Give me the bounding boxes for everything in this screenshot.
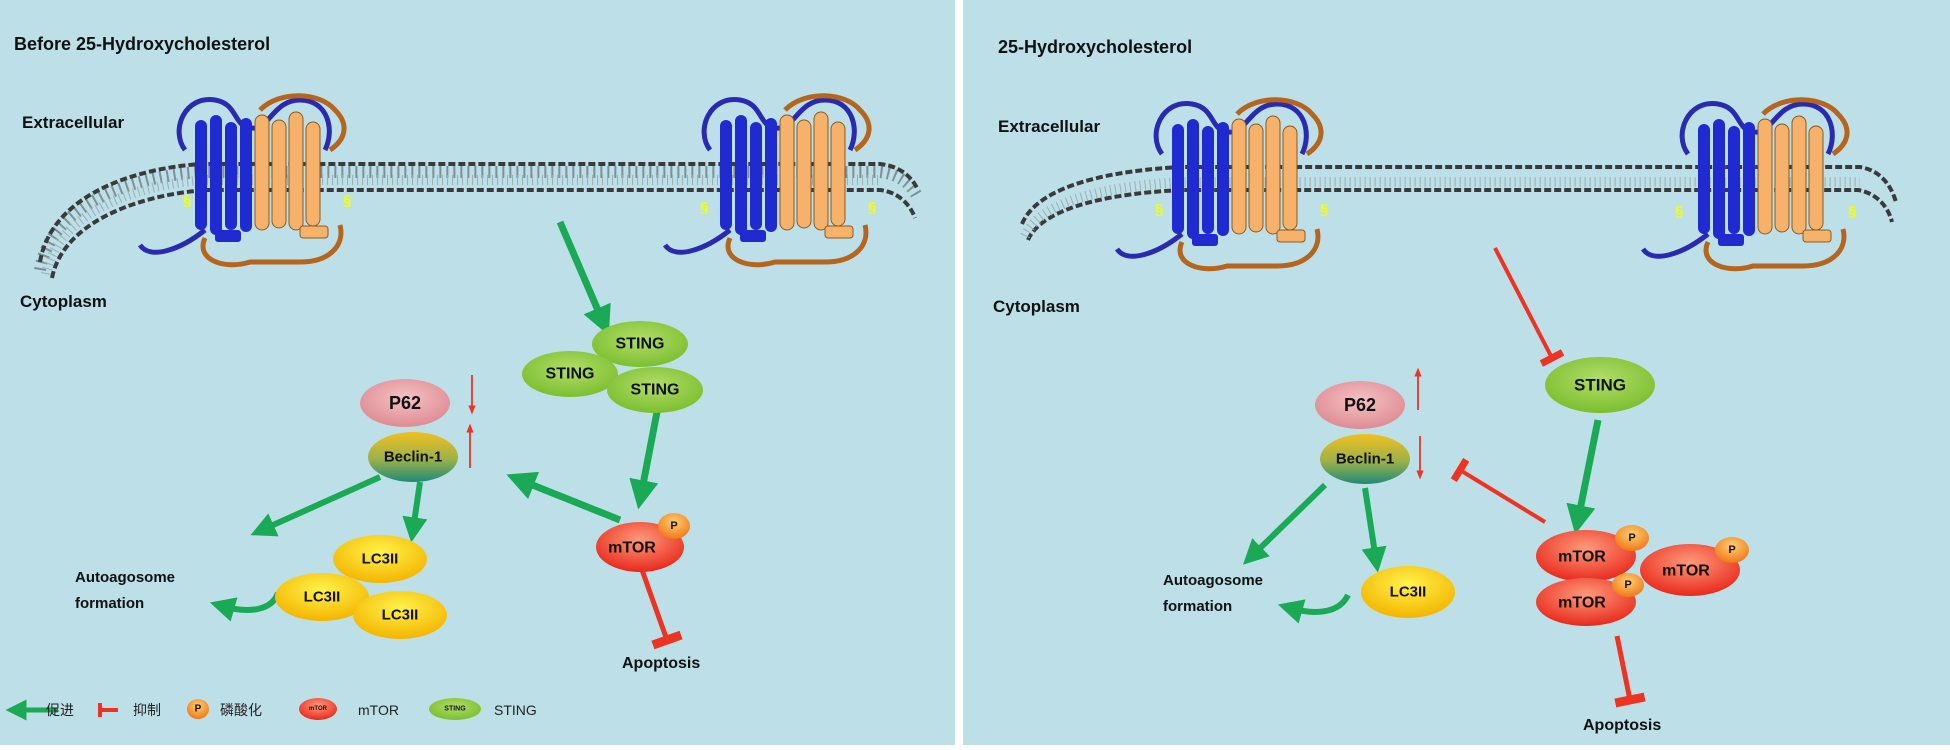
left-lc3-node-1: LC3II: [333, 535, 427, 583]
svg-text:mTOR: mTOR: [309, 706, 328, 712]
svg-text:Beclin-1: Beclin-1: [384, 449, 442, 466]
svg-text:P: P: [195, 704, 202, 715]
left-p62-node: P62: [360, 379, 450, 427]
right-autophagosome-line1: Autoagosome: [1163, 572, 1263, 589]
right-mtor-node-2: mTOR P: [1640, 537, 1749, 596]
right-apoptosis-label: Apoptosis: [1583, 717, 1661, 734]
left-sting-node-1: STING: [592, 321, 688, 367]
left-cell-membrane: [34, 162, 924, 279]
svg-text:STING: STING: [546, 366, 595, 383]
svg-text:§: §: [183, 192, 191, 209]
right-arrow-beclin-to-autophagosome: [1242, 482, 1328, 565]
svg-text:§: §: [1155, 201, 1163, 218]
legend-inhibit-label: 抑制: [133, 702, 161, 718]
right-receptor-2: § §: [1640, 97, 1856, 272]
left-sting-node-2: STING: [522, 351, 618, 397]
svg-text:LC3II: LC3II: [1390, 584, 1427, 601]
left-autophagosome-line1: Autoagosome: [75, 569, 175, 586]
left-arrow-receptor-to-sting: [556, 220, 611, 336]
left-arrow-beclin-to-lc3: [402, 481, 428, 543]
svg-text:P62: P62: [389, 393, 421, 413]
legend-phospho-icon: P: [187, 699, 209, 719]
left-arrow-beclin-to-autophagosome: [250, 474, 382, 537]
right-p62-node: P62: [1315, 381, 1405, 429]
svg-text:§: §: [700, 199, 708, 216]
left-mtor-node: mTOR P: [596, 513, 690, 572]
svg-text:mTOR: mTOR: [1558, 595, 1606, 612]
left-cytoplasm-label: Cytoplasm: [20, 292, 107, 311]
right-inhibit-mtor-apoptosis: [1614, 635, 1646, 708]
left-receptor-1: § §: [137, 93, 351, 268]
svg-text:P: P: [1628, 532, 1635, 544]
svg-text:§: §: [1675, 203, 1683, 220]
svg-text:§: §: [1320, 201, 1328, 218]
right-mtor-node-3: mTOR P: [1536, 573, 1644, 626]
svg-text:STING: STING: [444, 706, 466, 713]
right-phospho-badge-1: [1615, 525, 1649, 551]
right-receptor-1: § §: [1114, 97, 1328, 272]
left-phospho-badge: [658, 513, 690, 539]
svg-text:P62: P62: [1344, 395, 1376, 415]
svg-text:§: §: [343, 192, 351, 209]
svg-text:LC3II: LC3II: [304, 589, 341, 606]
right-mtor-node-1: mTOR P: [1536, 525, 1649, 582]
left-arrow-sting-to-mtor: [629, 411, 661, 510]
right-panel-title: 25-Hydroxycholesterol: [998, 37, 1192, 57]
right-sting-node: STING: [1545, 357, 1655, 413]
left-sting-node-3: STING: [607, 367, 703, 413]
svg-text:P: P: [1624, 579, 1631, 591]
left-autophagosome-line2: formation: [75, 595, 144, 612]
svg-text:§: §: [868, 199, 876, 216]
svg-text:STING: STING: [616, 336, 665, 353]
left-lc3-node-2: LC3II: [275, 573, 369, 621]
left-panel-title: Before 25-Hydroxycholesterol: [14, 34, 270, 54]
legend-sting-label: STING: [494, 702, 537, 718]
svg-text:LC3II: LC3II: [382, 607, 419, 624]
right-extracellular-label: Extracellular: [998, 117, 1100, 136]
left-arrow-mtor-to-beclin: [506, 471, 622, 524]
legend: 促进 抑制 P 磷酸化 mTOR mTOR STING STING: [5, 698, 537, 721]
right-lc3-node: LC3II: [1361, 566, 1455, 618]
svg-text:LC3II: LC3II: [362, 551, 399, 568]
left-inhibit-mtor-apoptosis: [639, 569, 683, 650]
svg-text:P: P: [670, 520, 677, 532]
svg-text:mTOR: mTOR: [1662, 563, 1710, 580]
left-panel-background: [0, 0, 955, 745]
left-lc3-node-3: LC3II: [353, 591, 447, 639]
legend-phosphorylation-label: 磷酸化: [220, 702, 262, 718]
left-apoptosis-label: Apoptosis: [622, 655, 700, 672]
right-panel-background: [963, 0, 1950, 745]
right-cell-membrane: [1020, 165, 1898, 241]
svg-text:STING: STING: [631, 382, 680, 399]
left-beclin-node: Beclin-1: [368, 432, 458, 482]
legend-mtor-label: mTOR: [358, 702, 399, 718]
right-cytoplasm-label: Cytoplasm: [993, 297, 1080, 316]
svg-text:P: P: [1728, 544, 1735, 556]
right-inhibit-mtor-beclin: [1450, 457, 1547, 524]
legend-sting-icon: STING: [429, 698, 481, 720]
legend-promote-label: 促进: [46, 702, 74, 718]
svg-text:mTOR: mTOR: [1558, 549, 1606, 566]
svg-text:§: §: [1848, 203, 1856, 220]
left-panel: Before 25-Hydroxycholesterol Extracellul…: [5, 34, 924, 721]
right-inhibit-receptor-sting: [1493, 247, 1565, 367]
right-arrow-lc3-to-autophagosome: [1277, 593, 1351, 624]
left-extracellular-label: Extracellular: [22, 113, 124, 132]
svg-text:STING: STING: [1574, 376, 1626, 395]
left-receptor-2: § §: [662, 93, 876, 268]
svg-text:Beclin-1: Beclin-1: [1336, 451, 1394, 468]
panel-divider: [955, 0, 963, 745]
right-phospho-badge-3: [1612, 573, 1644, 597]
right-autophagosome-line2: formation: [1163, 598, 1232, 615]
right-phospho-badge-2: [1715, 537, 1749, 563]
right-panel: 25-Hydroxycholesterol Extracellular Cyto…: [993, 37, 1898, 734]
legend-mtor-icon: mTOR: [299, 698, 337, 720]
svg-text:mTOR: mTOR: [608, 540, 656, 557]
right-arrow-beclin-to-lc3: [1361, 487, 1387, 573]
right-beclin-node: Beclin-1: [1320, 434, 1410, 484]
right-arrow-sting-to-mtor: [1566, 419, 1602, 535]
